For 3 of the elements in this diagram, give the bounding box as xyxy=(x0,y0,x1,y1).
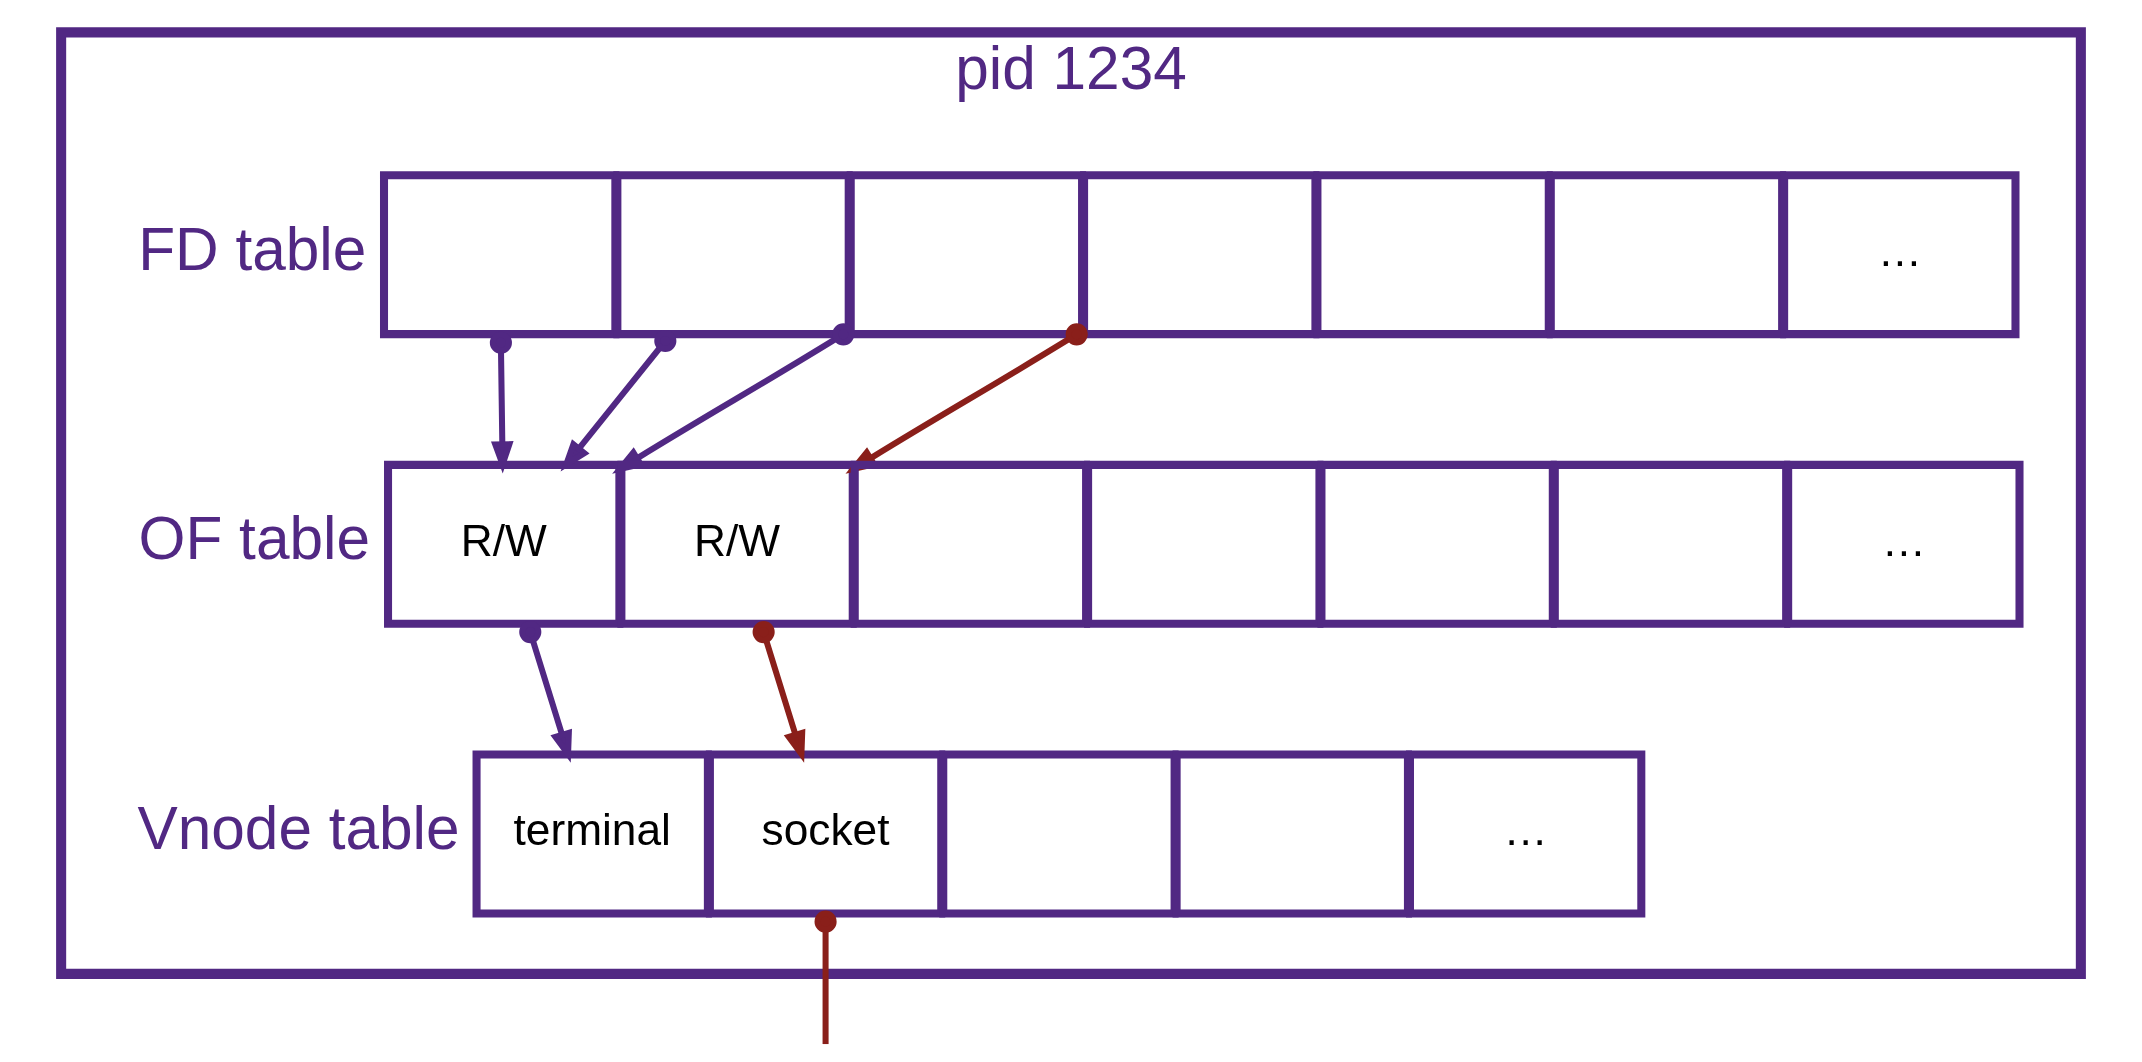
label: OF table xyxy=(138,504,370,573)
label: FD table xyxy=(138,214,367,283)
label: Vnode table xyxy=(137,794,460,863)
